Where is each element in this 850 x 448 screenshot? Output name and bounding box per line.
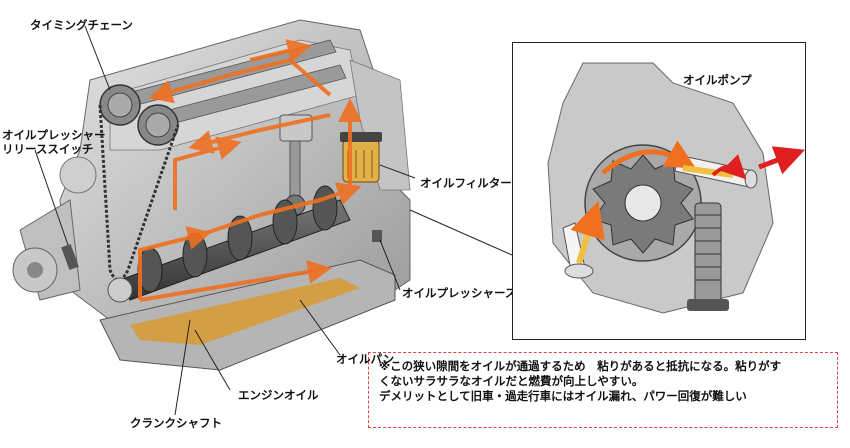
label-oil-pump: オイルポンプ xyxy=(683,73,752,87)
front-cover xyxy=(12,156,97,301)
label-engine-oil: エンジンオイル xyxy=(238,388,319,402)
relief-switch xyxy=(61,244,79,270)
timing-chain xyxy=(98,104,180,282)
label-timing-chain: タイミングチェーン xyxy=(30,18,133,32)
note-line-3: デメリットとして旧車・過走行車にはオイル漏れ、パワー回復が難しい xyxy=(379,389,747,403)
leader-lines xyxy=(34,25,513,416)
oil-pump-inset: オイルポンプ xyxy=(512,42,806,340)
label-relief-switch-1: オイルプレッシャー xyxy=(2,128,106,142)
oil-pan xyxy=(99,259,396,371)
oil-pump-illustration xyxy=(547,62,805,314)
label-oil-pan: オイルパン xyxy=(336,352,395,366)
cam-sprockets xyxy=(99,84,179,146)
note-box: ※この狭い隙間をオイルが通過するため 粘りがあると抵抗になる。粘りがす くないサ… xyxy=(368,352,838,428)
label-relief-switch-2: リリーススイッチ xyxy=(2,142,94,156)
note-line-2: くないサラサラなオイルだと燃費が向上しやすい。 xyxy=(379,374,644,388)
oil-filter xyxy=(340,132,382,183)
note-line-1: ※この狭い隙間をオイルが通過するため 粘りがあると抵抗になる。粘りがす xyxy=(379,359,782,373)
label-oil-filter: オイルフィルター xyxy=(420,176,512,190)
oil-flow-arrows xyxy=(138,39,362,302)
label-crankshaft: クランクシャフト xyxy=(130,416,222,430)
pressure-switch xyxy=(372,230,382,242)
